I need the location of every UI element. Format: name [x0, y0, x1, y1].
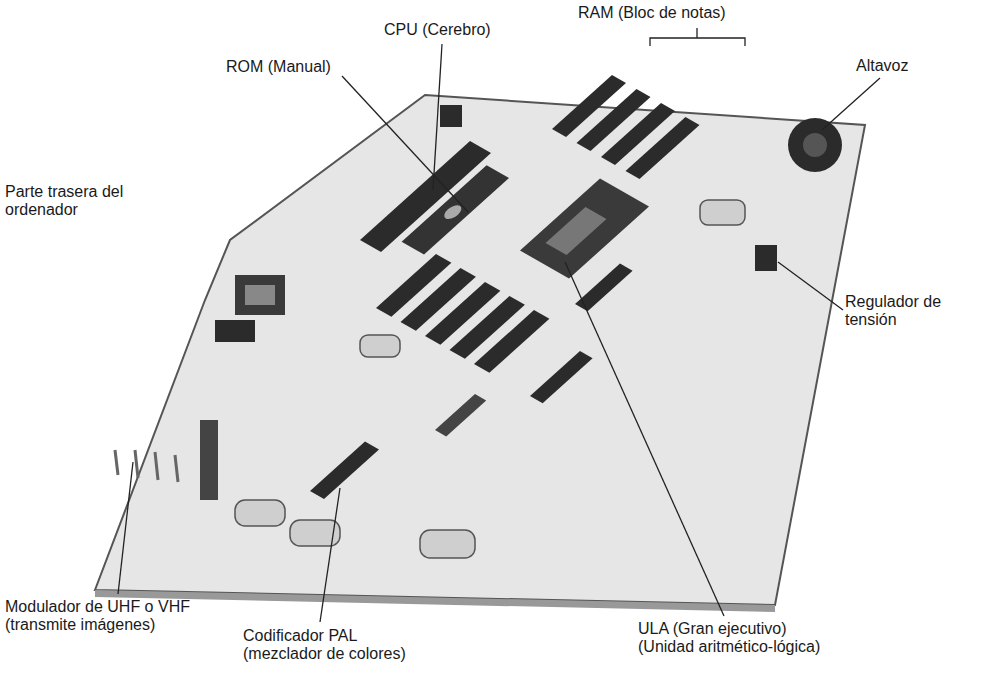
- ram-bracket: [650, 28, 745, 46]
- part-label: Regulador de tensión: [845, 293, 965, 330]
- voltage-regulator: [755, 245, 777, 271]
- connectors: [200, 105, 462, 500]
- part-label: ROM (Manual): [226, 58, 331, 76]
- part-label: Parte trasera del ordenador: [5, 183, 140, 220]
- board-edge: [95, 590, 775, 612]
- modulator-pins: [115, 450, 178, 482]
- capacitors: [235, 200, 745, 558]
- speaker: [788, 118, 842, 172]
- part-label: Altavoz: [856, 57, 908, 75]
- components: [170, 51, 793, 538]
- part-label: Modulador de UHF o VHF (transmite imágen…: [5, 598, 205, 635]
- part-label: CPU (Cerebro): [384, 21, 491, 39]
- board: [95, 95, 865, 605]
- part-label: ULA (Gran ejecutivo) (Unidad aritmético-…: [638, 620, 838, 657]
- part-label: RAM (Bloc de notas): [578, 4, 726, 22]
- leader-lines: [118, 28, 880, 622]
- part-label: Codificador PAL (mezclador de colores): [243, 627, 418, 664]
